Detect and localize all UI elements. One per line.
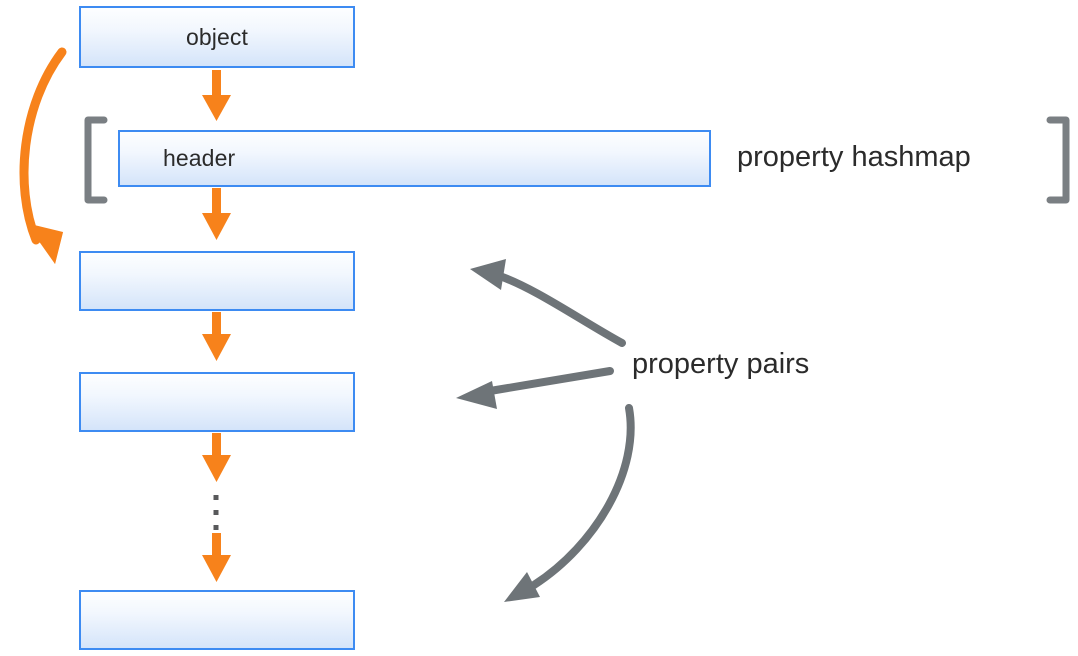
hashmap-header-label: header [163, 145, 236, 171]
orange-arrow-hashmap-to-pair1 [202, 188, 231, 240]
vertical-ellipsis [213, 495, 219, 530]
bracket-right-icon [1046, 116, 1070, 204]
pair-divider-ticks [214, 258, 219, 644]
gray-arrow-to-last-pair [504, 404, 635, 602]
property-hashmap-caption: property hashmap [737, 141, 971, 173]
gray-arrow-to-pair2 [456, 367, 614, 409]
orange-arrow-pair2-to-ellipsis [202, 433, 231, 482]
property-pairs-caption: property pairs [632, 348, 810, 380]
orange-arrow-ellipsis-to-last-pair [202, 533, 231, 582]
property-hashmap-row[interactable]: header [118, 130, 711, 187]
property-pair-box-2[interactable] [79, 372, 355, 432]
property-pair-box-last[interactable] [79, 590, 355, 650]
orange-arrow-pair1-to-pair2 [202, 312, 231, 361]
bracket-left-icon [84, 116, 108, 204]
gray-arrow-to-pair1 [470, 259, 626, 347]
orange-curve-object-to-pair [19, 47, 67, 264]
orange-arrow-object-to-hashmap [202, 70, 231, 121]
property-pair-box-1[interactable] [79, 251, 355, 311]
object-box[interactable]: object [79, 6, 355, 68]
object-box-label: object [186, 23, 248, 50]
